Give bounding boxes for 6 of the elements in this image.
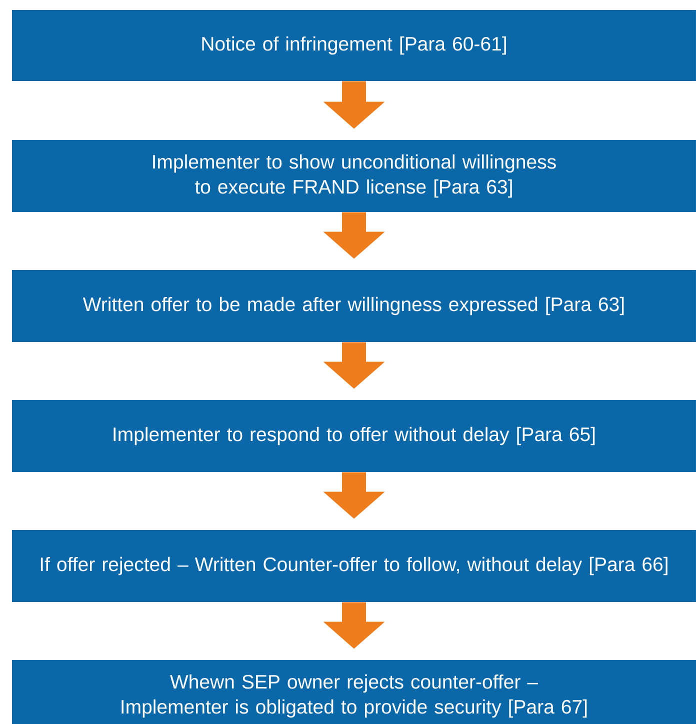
process-box: Written offer to be made after willingness expressed [Para 63] xyxy=(12,270,696,342)
process-box: Implementer to respond to offer without delay [Para 65] xyxy=(12,400,696,472)
process-box: Notice of infringement [Para 60-61] xyxy=(12,10,696,81)
process-box: Whewn SEP owner rejects counter-offer – Implementer is obligated to provide security [Para 67] xyxy=(12,660,696,724)
process-box: If offer rejected – Written Counter-offer to follow, without delay [Para 66] xyxy=(12,530,696,602)
process-box: Implementer to show unconditional willingness to execute FRAND license [Para 63] xyxy=(12,140,696,212)
